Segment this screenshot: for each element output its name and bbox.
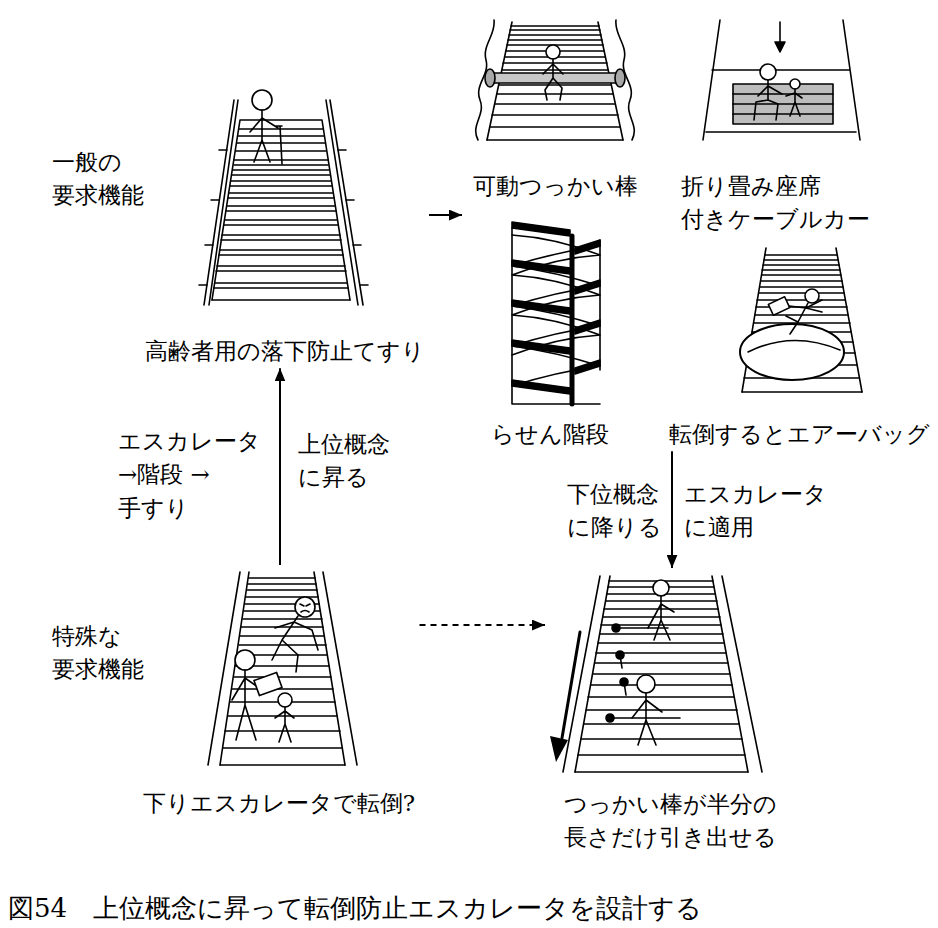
node-caption: つっかい棒が半分の 長さだけ引き出せる <box>564 788 777 855</box>
handrail-stairs-illustration <box>250 110 282 164</box>
spiral-stairs-illustration <box>512 235 600 355</box>
concept-node: 折り畳み座席 付きケーブルカー <box>675 15 875 237</box>
movable-bar-illustration <box>487 22 623 140</box>
bar-escalator-illustration <box>637 675 655 693</box>
spiral-stairs-illustration <box>512 222 600 404</box>
bar-escalator-illustration <box>575 581 748 772</box>
airbag-illustration <box>748 340 840 352</box>
figure-caption: 図54 上位概念に昇って転倒防止エスカレータを設計する <box>8 893 702 924</box>
spiral-stairs-illustration <box>512 246 600 386</box>
bar-escalator-illustration <box>632 693 662 745</box>
spiral-stairs-illustration <box>570 236 575 404</box>
arrow-label: 下位概念 に降りる <box>567 478 662 545</box>
concept-node: 下りエスカレータで転倒? <box>139 565 420 820</box>
node-caption: 高齢者用の落下防止てすり <box>145 335 425 368</box>
handrail-stairs-illustration <box>204 100 363 305</box>
movable-bar-illustration <box>476 20 635 140</box>
spiral-stairs-illustration <box>575 320 600 334</box>
falling-escalator-illustration <box>208 572 357 765</box>
flow-arrow <box>279 368 281 565</box>
node-caption: らせん階段 <box>491 418 609 451</box>
falling-escalator-illustration <box>220 578 345 765</box>
cable-car-illustration <box>786 89 802 116</box>
handrail-stairs-illustration <box>252 90 272 110</box>
movable-bar-illustration <box>490 73 620 83</box>
concept-node: 高齢者用の落下防止てすり <box>141 85 429 368</box>
cable-car-illustration <box>760 64 776 80</box>
arrow-label: 上位概念 に昇る <box>298 428 390 495</box>
cable-car-illustration <box>703 20 860 140</box>
falling-escalator-illustration <box>235 650 255 670</box>
annotation-label: 一般の 要求機能 <box>52 146 144 213</box>
spiral-stairs-illustration <box>575 240 600 254</box>
flow-arrow <box>429 214 462 216</box>
airbag-illustration <box>768 297 789 315</box>
flow-arrow <box>420 624 546 626</box>
node-caption: 下りエスカレータで転倒? <box>143 787 415 820</box>
falling-escalator-illustration <box>295 597 315 617</box>
bar-escalator-illustration <box>563 576 762 772</box>
spiral-stairs-illustration <box>512 340 570 354</box>
movable-bar-illustration <box>485 69 495 87</box>
bar-escalator-illustration <box>610 628 680 718</box>
cable-car-illustration <box>733 84 833 124</box>
concept-node: らせん階段 <box>480 226 620 451</box>
cable-car-illustration <box>779 22 781 44</box>
annotation-label: エスカレータ →階段 →手すり <box>118 425 261 525</box>
spiral-stairs-illustration <box>512 300 570 314</box>
handrail-stairs-illustration <box>214 165 348 288</box>
flow-arrow <box>671 451 673 568</box>
falling-escalator-illustration <box>275 707 294 742</box>
airbag-illustration <box>740 248 862 392</box>
concept-node: 可動つっかい棒 <box>462 15 648 230</box>
falling-escalator-illustration <box>254 672 282 695</box>
annotation-label: 特殊な 要求機能 <box>52 620 144 687</box>
spiral-stairs-illustration <box>512 228 600 404</box>
bar-escalator-illustration <box>550 736 568 762</box>
falling-escalator-illustration <box>272 616 318 672</box>
falling-escalator-illustration <box>208 572 357 765</box>
spiral-stairs-illustration <box>512 260 570 274</box>
movable-bar-illustration <box>543 59 563 100</box>
bar-escalator-illustration <box>653 580 669 596</box>
concept-node: つっかい棒が半分の 長さだけ引き出せる <box>545 568 795 855</box>
movable-bar-illustration <box>476 20 635 140</box>
bar-escalator-illustration <box>648 596 674 640</box>
falling-escalator-illustration <box>300 604 310 612</box>
cable-car-illustration <box>754 80 782 120</box>
bar-escalator-illustration <box>562 632 580 738</box>
node-caption: 可動つっかい棒 <box>473 170 638 203</box>
node-caption: 折り畳み座席 付きケーブルカー <box>681 170 870 237</box>
cable-car-illustration <box>703 20 860 140</box>
handrail-stairs-illustration <box>199 90 368 305</box>
airbag-illustration <box>786 300 822 334</box>
spiral-stairs-illustration <box>512 222 570 236</box>
spiral-stairs-illustration <box>575 360 600 374</box>
cable-car-illustration <box>775 42 785 52</box>
spiral-stairs-illustration <box>575 280 600 294</box>
concept-node: 転倒するとエアーバッグ <box>664 240 934 451</box>
cable-car-illustration <box>790 79 800 89</box>
handrail-stairs-illustration <box>199 150 368 285</box>
falling-escalator-illustration <box>278 693 292 707</box>
spiral-stairs-illustration <box>512 380 570 394</box>
movable-bar-illustration <box>615 69 625 87</box>
movable-bar-illustration <box>546 45 560 59</box>
cable-car-illustration <box>733 94 833 114</box>
bar-escalator-illustration <box>550 576 762 772</box>
airbag-illustration <box>805 289 819 303</box>
annotation-label: エスカレータ に適用 <box>684 478 827 545</box>
node-caption: 転倒するとエアーバッグ <box>669 418 930 451</box>
movable-bar-illustration <box>487 26 623 140</box>
